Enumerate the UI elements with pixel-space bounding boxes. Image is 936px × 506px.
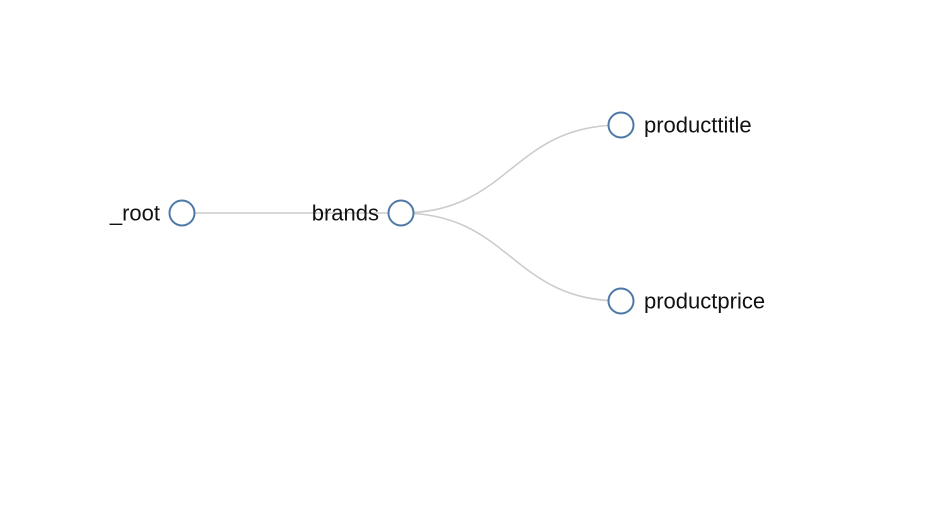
tree-node-brands[interactable]: brands (312, 199, 415, 227)
tree-node-producttitle[interactable]: producttitle (607, 111, 752, 139)
link-brands-productprice (400, 212, 622, 302)
tree-node-productprice[interactable]: productprice (607, 287, 766, 315)
node-label-producttitle: producttitle (644, 113, 752, 138)
node-circle-icon[interactable] (607, 287, 635, 315)
node-label-brands: brands (312, 201, 379, 226)
nodes-layer: _root brands producttitle productprice (109, 111, 766, 315)
node-circle-icon[interactable] (168, 199, 196, 227)
node-label-productprice: productprice (644, 289, 765, 314)
links-layer (182, 124, 622, 302)
node-circle-icon[interactable] (387, 199, 415, 227)
node-circle-icon[interactable] (607, 111, 635, 139)
tree-node-root[interactable]: _root (109, 199, 196, 227)
link-brands-producttitle (400, 124, 622, 214)
node-label-root: _root (109, 201, 160, 226)
